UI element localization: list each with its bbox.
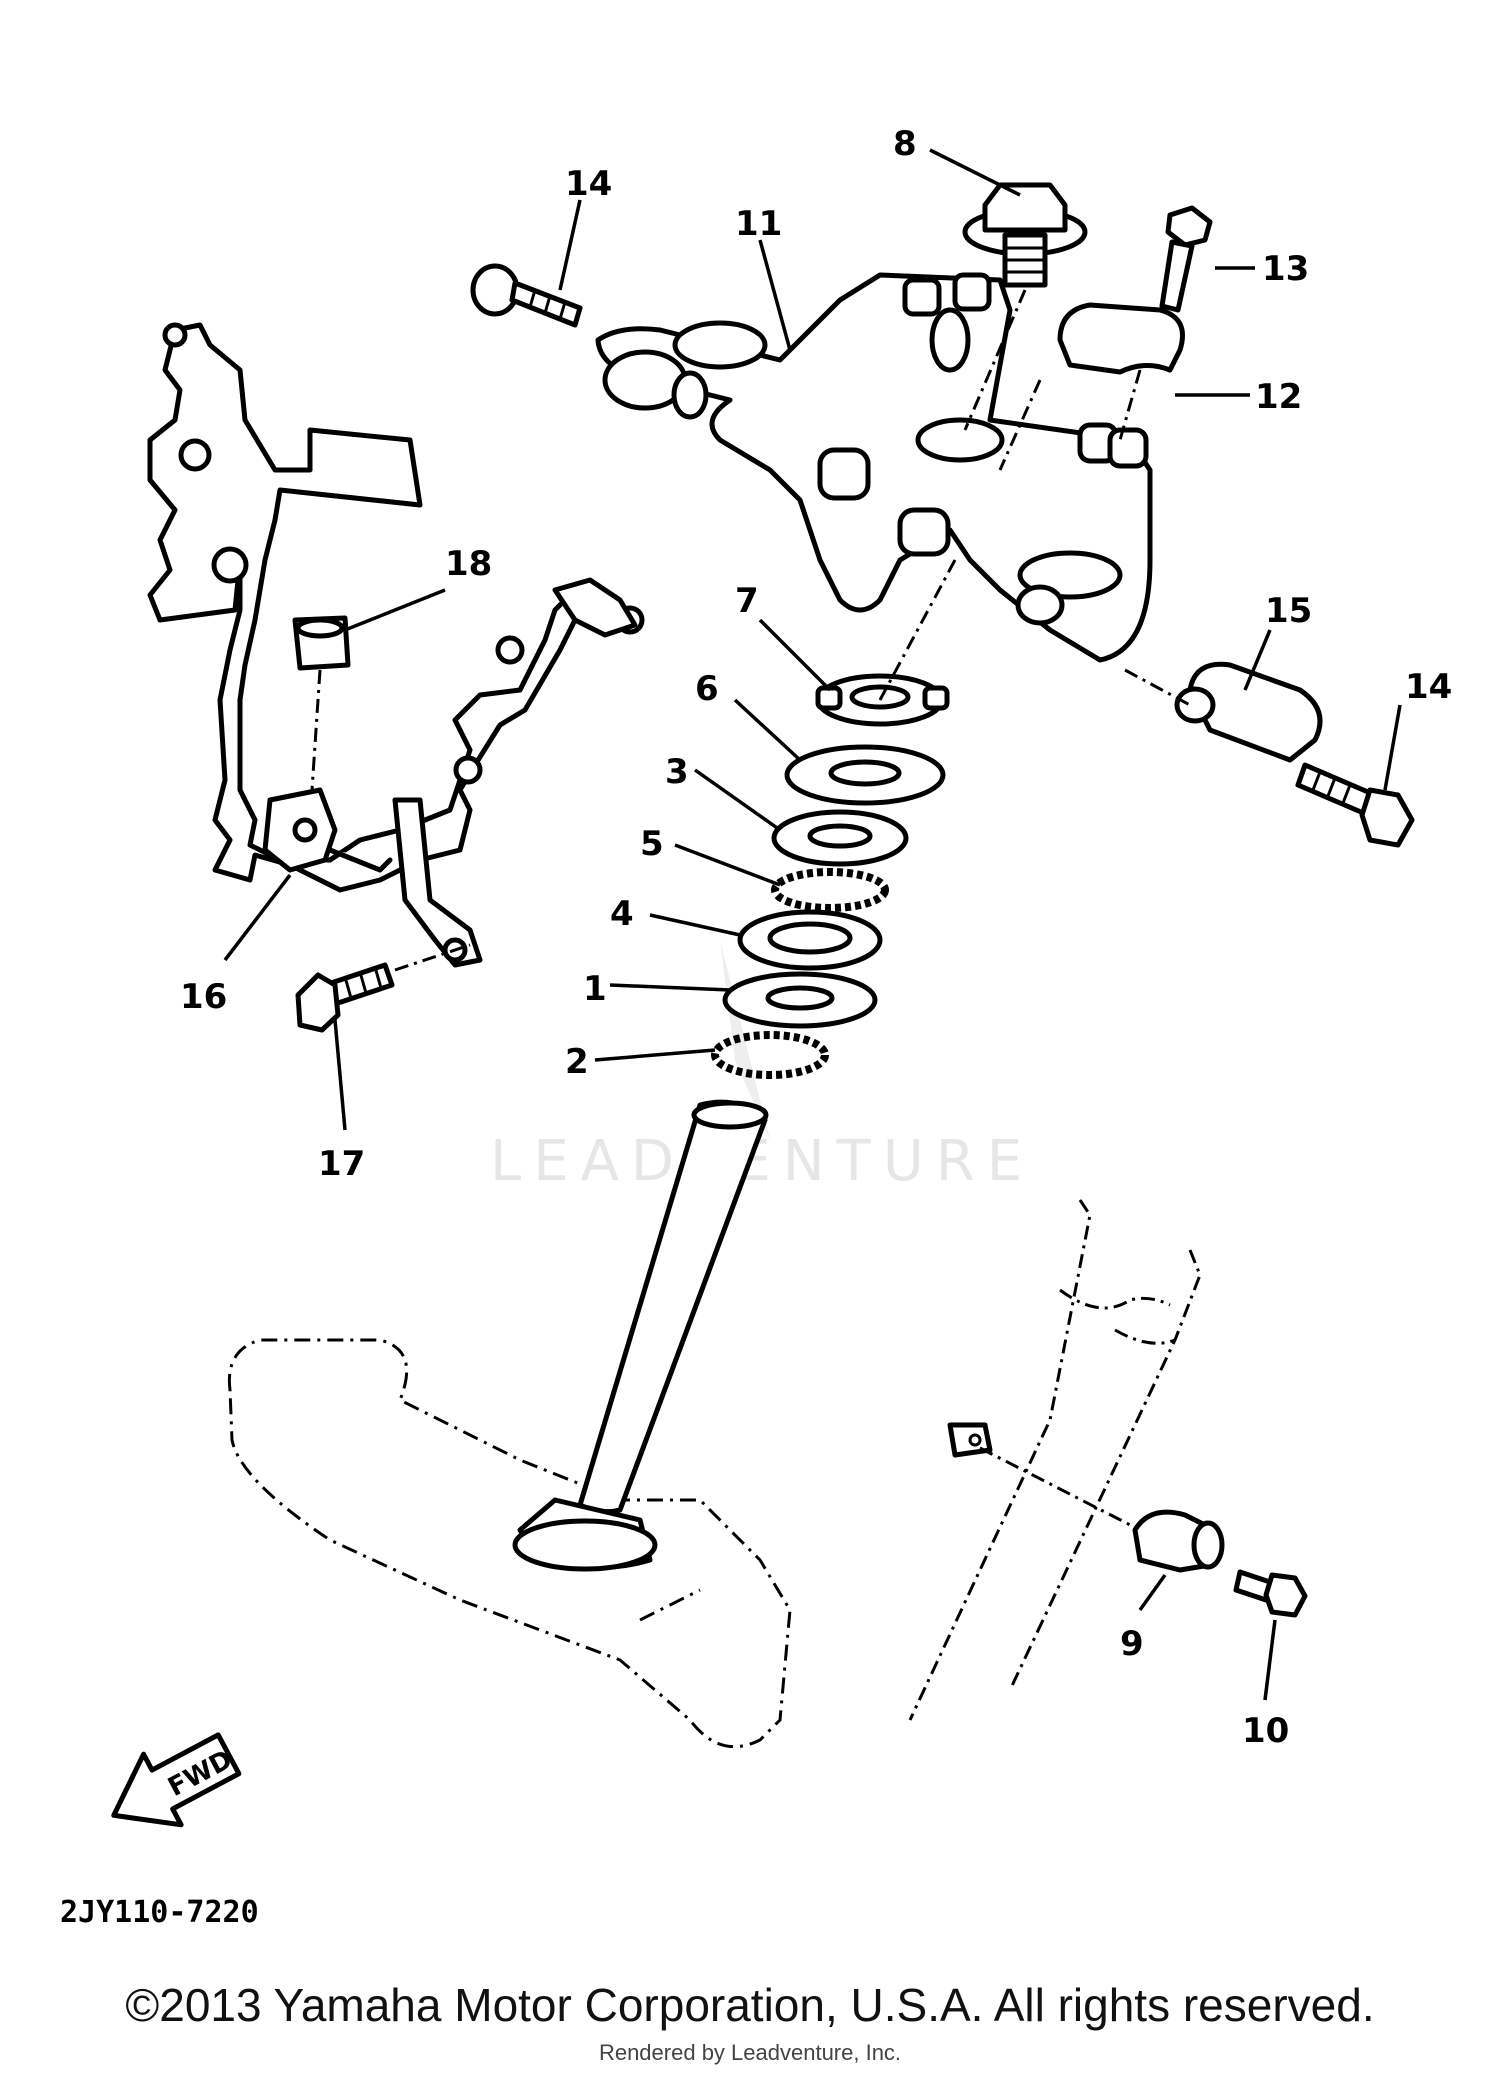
copyright-notice: ©2013 Yamaha Motor Corporation, U.S.A. A… (125, 1979, 1375, 2031)
under-bracket-ghost (227, 1338, 792, 1749)
clamp-part-15 (1174, 661, 1323, 763)
callout-5: 5 (640, 824, 664, 864)
callout-8: 8 (893, 124, 917, 164)
callout-10: 10 (1242, 1711, 1289, 1751)
handlebar-holder-part-12 (1057, 302, 1185, 375)
rendered-by-notice: Rendered by Leadventure, Inc. (598, 2040, 902, 2065)
race-part-1 (722, 971, 878, 1029)
bolt-part-14-lower (1295, 762, 1415, 848)
fork-clamp-axis-line (979, 1446, 1141, 1532)
callout-2: 2 (565, 1042, 589, 1082)
grommet-part-18 (292, 615, 351, 671)
callout-4: 4 (610, 894, 634, 934)
callout-15: 15 (1265, 591, 1312, 631)
bolt-part-13 (1159, 205, 1213, 313)
callout-14-upper: 14 (565, 164, 612, 204)
callout-1: 1 (583, 969, 607, 1009)
race-part-4 (737, 909, 883, 971)
steering-axis-line (878, 559, 957, 701)
bolt-part-14-upper (470, 263, 583, 328)
callout-18: 18 (445, 544, 492, 584)
callout-7: 7 (735, 581, 759, 621)
steering-stem (512, 1099, 769, 1572)
bolt-part-17 (295, 962, 395, 1033)
callout-9: 9 (1120, 1624, 1144, 1664)
callout-17: 17 (318, 1144, 365, 1184)
callout-16: 16 (180, 977, 227, 1017)
leader-lines (223, 148, 1402, 1701)
upper-bracket-part-11 (595, 272, 1153, 663)
cap-bolt-part-8 (962, 182, 1088, 288)
forward-arrow-icon: FWD (111, 1732, 242, 1828)
clamp-small-on-fork (947, 1422, 993, 1458)
callout-6: 6 (695, 669, 719, 709)
ring-nut-part-7 (815, 673, 950, 727)
callout-14-lower: 14 (1405, 667, 1452, 707)
fork-tubes-ghost (908, 1199, 1202, 1721)
clamp-part-9 (1132, 1509, 1225, 1573)
ball-bearing-part-5 (771, 868, 889, 912)
headlight-bracket-part-16 (147, 322, 645, 968)
callout-12: 12 (1255, 377, 1302, 417)
race-part-3 (771, 809, 909, 867)
bolt-part-10 (1233, 1569, 1308, 1618)
callout-3: 3 (665, 752, 689, 792)
callout-13: 13 (1262, 249, 1309, 289)
diagram-code: 2JY110-7220 (60, 1895, 259, 1930)
callout-11: 11 (735, 204, 782, 244)
ball-bearing-part-2 (711, 1031, 829, 1079)
washer-part-6 (784, 744, 946, 806)
watermark: LEADVENTURE (490, 1129, 1034, 1194)
callout-labels: 1 2 3 4 5 6 7 8 9 10 11 12 13 14 14 15 1… (180, 124, 1452, 1751)
